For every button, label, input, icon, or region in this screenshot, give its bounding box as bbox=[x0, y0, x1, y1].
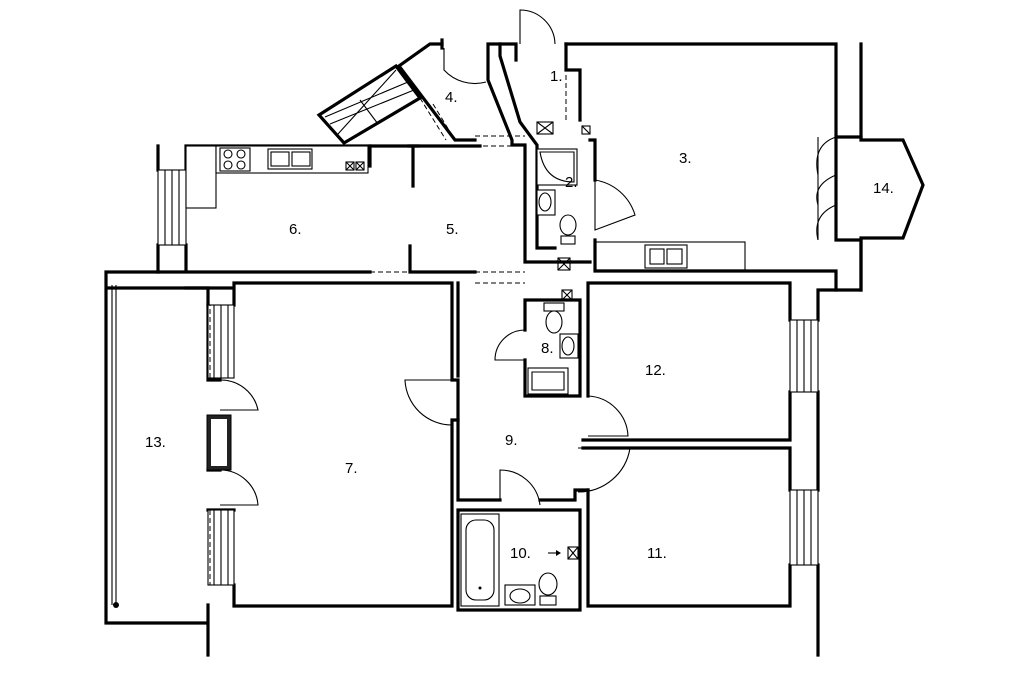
toilet-icon bbox=[543, 302, 565, 334]
wall-5-bottom bbox=[408, 244, 477, 274]
door-room-4 bbox=[443, 48, 487, 85]
room-label-14: 14. bbox=[873, 180, 894, 197]
room-label-1: 1. bbox=[550, 68, 563, 85]
wall-right-outer bbox=[816, 288, 838, 657]
kitchen bbox=[185, 145, 746, 271]
wall-6-5-divider bbox=[407, 144, 420, 188]
door-entry bbox=[519, 9, 556, 45]
room-label-10: 10. bbox=[510, 545, 531, 562]
wall-room-12 bbox=[581, 281, 792, 442]
openings bbox=[164, 75, 581, 585]
ventilation-icon bbox=[345, 161, 365, 171]
wall-entry-inner bbox=[486, 42, 592, 264]
wall-room-3 bbox=[564, 42, 863, 292]
bathtub-icon bbox=[460, 513, 500, 607]
kitchen-counter-room-3 bbox=[594, 241, 746, 271]
ventilation-icon bbox=[567, 546, 579, 560]
room-label-9: 9. bbox=[505, 432, 518, 449]
door-room-7 bbox=[404, 379, 453, 426]
room-label-11: 11. bbox=[647, 545, 667, 562]
kitchen-sink-room-3-icon bbox=[644, 244, 688, 269]
room-label-7: 7. bbox=[345, 460, 358, 477]
arrow-right-icon bbox=[548, 550, 561, 556]
ventilation-icon bbox=[536, 121, 591, 135]
wall-room-11 bbox=[581, 446, 792, 608]
ventilation-icon bbox=[561, 289, 573, 301]
door-room-2 bbox=[594, 179, 636, 231]
kitchen-counter-left bbox=[185, 145, 217, 209]
bath-fixtures bbox=[460, 121, 591, 607]
room-label-3: 3. bbox=[679, 150, 692, 167]
room-label-2: 2. bbox=[565, 174, 578, 191]
room-label-8: 8. bbox=[541, 340, 554, 357]
wall-r3-left bbox=[588, 138, 597, 182]
wall-room-7 bbox=[184, 281, 460, 608]
walls bbox=[104, 38, 863, 657]
stair-block bbox=[316, 63, 423, 146]
wall-balcony bbox=[104, 270, 210, 657]
washbasin-icon bbox=[536, 189, 556, 216]
room-label-13: 13. bbox=[145, 434, 166, 451]
door-room-8 bbox=[494, 329, 526, 361]
bay-window bbox=[816, 136, 925, 241]
wall-room-3-top-left bbox=[564, 42, 582, 122]
door-balcony-bottom bbox=[208, 469, 259, 506]
room-label-4: 4. bbox=[445, 89, 458, 106]
door-balcony-top bbox=[208, 379, 259, 411]
wall-room-4 bbox=[396, 42, 477, 142]
doors bbox=[208, 9, 636, 506]
door-room-11 bbox=[577, 447, 631, 493]
windows bbox=[111, 169, 819, 608]
wall-room-10 bbox=[456, 508, 582, 612]
stair bbox=[324, 69, 415, 135]
room-label-5: 5. bbox=[446, 221, 459, 238]
room-label-12: 12. bbox=[645, 362, 666, 379]
washbasin-icon bbox=[559, 333, 579, 359]
door-room-12 bbox=[587, 395, 629, 437]
door-room-10 bbox=[499, 469, 541, 506]
toilet-icon bbox=[538, 572, 558, 606]
stove-icon bbox=[219, 147, 251, 172]
room-label-6: 6. bbox=[289, 221, 302, 238]
bay-outline bbox=[859, 138, 925, 240]
ventilation-icon bbox=[557, 257, 571, 271]
wall-entry-left bbox=[498, 42, 557, 250]
kitchen-sink-icon bbox=[267, 148, 313, 170]
toilet-icon bbox=[559, 214, 577, 245]
room-labels: 1. 2. 3. 4. 5. 6. 7. 8. 9. 10. 11. 12. 1… bbox=[145, 68, 894, 562]
wall-corridor-9 bbox=[456, 281, 590, 502]
washbasin-icon bbox=[504, 584, 536, 606]
